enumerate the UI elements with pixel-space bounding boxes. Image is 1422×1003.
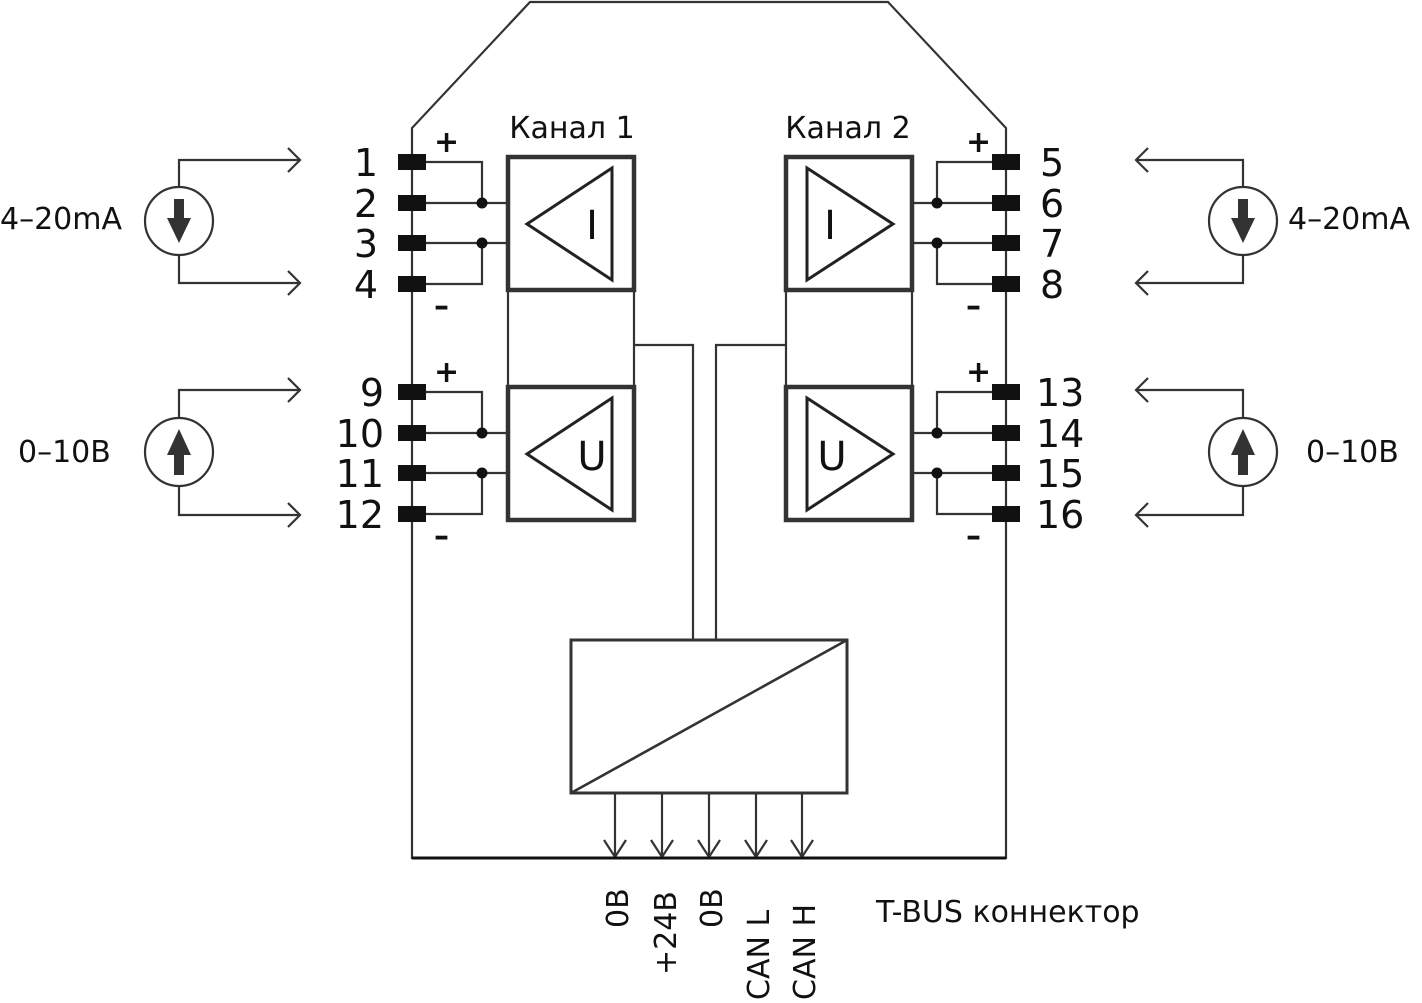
housing-outline xyxy=(410,0,1008,860)
arrow-down-icon xyxy=(167,199,191,243)
terminal-14 xyxy=(992,425,1020,441)
bus-pin-can-l: CAN L xyxy=(742,910,777,1000)
terminal-8 xyxy=(992,276,1020,292)
terminal-16 xyxy=(992,506,1020,522)
ch2-voltage-amplifier: U xyxy=(783,384,915,523)
ch2-current-amplifier: I xyxy=(783,154,915,293)
terminal-label-7: 7 xyxy=(1040,222,1064,266)
terminal-6 xyxy=(992,195,1020,211)
terminal-label-2: 2 xyxy=(354,182,378,226)
right-current-label: 4–20mA xyxy=(1288,202,1410,237)
arrow-up-icon xyxy=(1231,429,1255,475)
right-voltage-label: 0–10B xyxy=(1306,435,1399,470)
left-current-label: 4–20mA xyxy=(0,202,122,237)
polarity-minus-ch1-current: – xyxy=(434,289,449,324)
terminal-label-9: 9 xyxy=(360,371,384,415)
current-symbol: I xyxy=(586,203,598,249)
polarity-minus-ch2-voltage: – xyxy=(966,519,981,554)
ch1-internal-link xyxy=(634,343,695,640)
terminal-4 xyxy=(398,276,426,292)
terminal-label-12: 12 xyxy=(336,493,384,537)
left-current-source xyxy=(143,147,302,296)
terminal-9 xyxy=(398,384,426,400)
polarity-minus-ch2-current: – xyxy=(966,289,981,324)
terminal-15 xyxy=(992,465,1020,481)
bus-converter-block xyxy=(569,638,849,795)
ch2-voltage-wiring xyxy=(912,390,992,516)
terminal-label-4: 4 xyxy=(354,263,378,307)
right-current-source xyxy=(1134,147,1279,296)
terminal-label-5: 5 xyxy=(1040,141,1064,185)
polarity-plus-ch2-current: + xyxy=(966,125,991,160)
bus-connector-title: T-BUS коннектор xyxy=(875,895,1140,930)
voltage-symbol: U xyxy=(817,434,846,480)
terminal-label-1: 1 xyxy=(354,141,378,185)
ch2-internal-link xyxy=(714,343,786,640)
left-voltage-source xyxy=(143,377,302,528)
ch1-voltage-amplifier: U xyxy=(505,384,637,523)
right-voltage-source xyxy=(1134,377,1279,528)
channel-1-title: Канал 1 xyxy=(509,111,634,146)
polarity-plus-ch1-current: + xyxy=(434,125,459,160)
terminal-label-16: 16 xyxy=(1036,493,1084,537)
bus-pin-0v-b: 0B xyxy=(695,888,730,928)
terminal-7 xyxy=(992,235,1020,251)
polarity-plus-ch1-voltage: + xyxy=(434,355,459,390)
bus-pin-0v-a: 0B xyxy=(601,888,636,928)
terminal-label-3: 3 xyxy=(354,222,378,266)
left-voltage-label: 0–10B xyxy=(18,435,111,470)
ch1-voltage-wiring xyxy=(426,390,508,516)
bus-pin-24v: +24B xyxy=(649,891,684,975)
terminal-label-10: 10 xyxy=(336,412,384,456)
terminal-label-6: 6 xyxy=(1040,182,1064,226)
bus-output-arrows xyxy=(603,793,814,860)
terminal-5 xyxy=(992,154,1020,170)
polarity-plus-ch2-voltage: + xyxy=(966,355,991,390)
arrow-down-icon xyxy=(1231,199,1255,243)
terminal-11 xyxy=(398,465,426,481)
terminal-3 xyxy=(398,235,426,251)
terminal-label-13: 13 xyxy=(1036,371,1084,415)
polarity-minus-ch1-voltage: – xyxy=(434,519,449,554)
terminal-13 xyxy=(992,384,1020,400)
terminal-12 xyxy=(398,506,426,522)
terminal-1 xyxy=(398,154,426,170)
voltage-symbol: U xyxy=(577,434,606,480)
terminal-label-11: 11 xyxy=(336,452,384,496)
bus-pin-can-h: CAN H xyxy=(788,904,823,1000)
channel-2-title: Канал 2 xyxy=(785,111,910,146)
terminal-label-8: 8 xyxy=(1040,263,1064,307)
ch2-current-wiring xyxy=(912,160,992,286)
right-terminal-block xyxy=(992,154,1020,522)
left-terminal-block xyxy=(398,154,426,522)
arrow-up-icon xyxy=(167,429,191,475)
terminal-label-15: 15 xyxy=(1036,452,1084,496)
terminal-2 xyxy=(398,195,426,211)
terminal-label-14: 14 xyxy=(1036,412,1084,456)
current-symbol: I xyxy=(824,203,836,249)
terminal-10 xyxy=(398,425,426,441)
ch1-current-wiring xyxy=(426,160,508,286)
ch1-current-amplifier: I xyxy=(505,154,637,293)
